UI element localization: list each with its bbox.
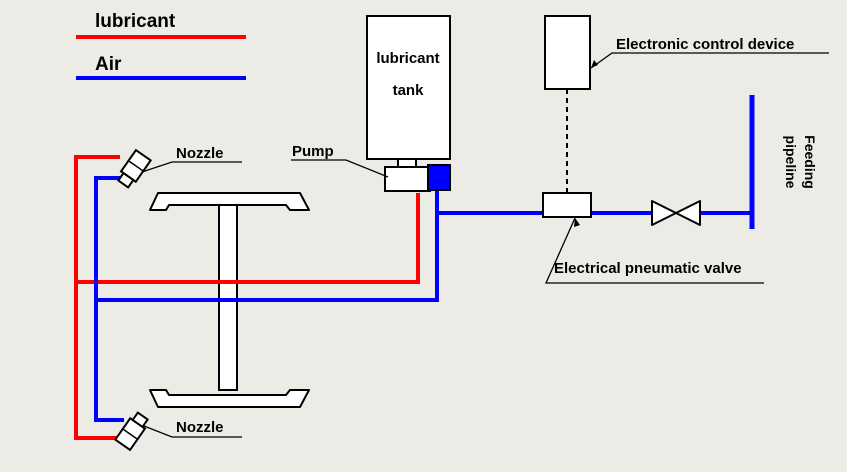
pneumatic-valve-label: Electrical pneumatic valve bbox=[554, 260, 742, 277]
leader-lines bbox=[141, 52, 829, 438]
wheel-top bbox=[149, 192, 310, 211]
axle bbox=[218, 204, 238, 391]
electrical-pneumatic-valve bbox=[542, 192, 592, 218]
pump-air-block bbox=[427, 164, 451, 191]
tank-and-pump bbox=[366, 15, 451, 192]
arrow-pneumatic-valve bbox=[574, 218, 580, 227]
leader-pump bbox=[291, 159, 389, 178]
feeding-pipeline-label: Feeding pipeline bbox=[783, 135, 818, 189]
tank-label-line2: tank bbox=[393, 82, 425, 99]
leader-pneumatic-valve bbox=[544, 217, 764, 284]
feeding-label-line1: Feeding bbox=[802, 135, 818, 189]
pump-label: Pump bbox=[292, 143, 334, 160]
wheel-bottom bbox=[149, 389, 310, 408]
legend-lubricant-label: lubricant bbox=[95, 11, 176, 32]
air-main-line bbox=[96, 191, 439, 302]
pump bbox=[384, 166, 431, 192]
leader-nozzle-top bbox=[141, 161, 242, 173]
control-device-label: Electronic control device bbox=[616, 36, 794, 53]
nozzle-bottom bbox=[113, 411, 150, 452]
lubricant-tank bbox=[366, 15, 451, 160]
ball-valve bbox=[651, 200, 701, 226]
leader-nozzle-bottom bbox=[143, 425, 242, 438]
legend: lubricant Air bbox=[76, 11, 246, 80]
electronic-control-device bbox=[544, 15, 591, 90]
air-nozzle-loop bbox=[94, 176, 127, 422]
lubricant-nozzle-loop bbox=[74, 155, 120, 440]
feeding-label-line2: pipeline bbox=[783, 136, 799, 189]
tank-label-line1: lubricant bbox=[376, 50, 439, 67]
nozzle-top-label: Nozzle bbox=[176, 145, 224, 162]
lubricant-main-line bbox=[76, 193, 420, 284]
air-lines bbox=[94, 176, 752, 422]
legend-air-label: Air bbox=[95, 54, 122, 75]
wheelset bbox=[149, 192, 310, 408]
leader-control-device bbox=[590, 52, 829, 69]
nozzle-bottom-label: Nozzle bbox=[176, 419, 224, 436]
arrow-control-device bbox=[591, 60, 598, 68]
lubricant-lines bbox=[74, 155, 420, 440]
nozzle-top bbox=[116, 148, 153, 189]
